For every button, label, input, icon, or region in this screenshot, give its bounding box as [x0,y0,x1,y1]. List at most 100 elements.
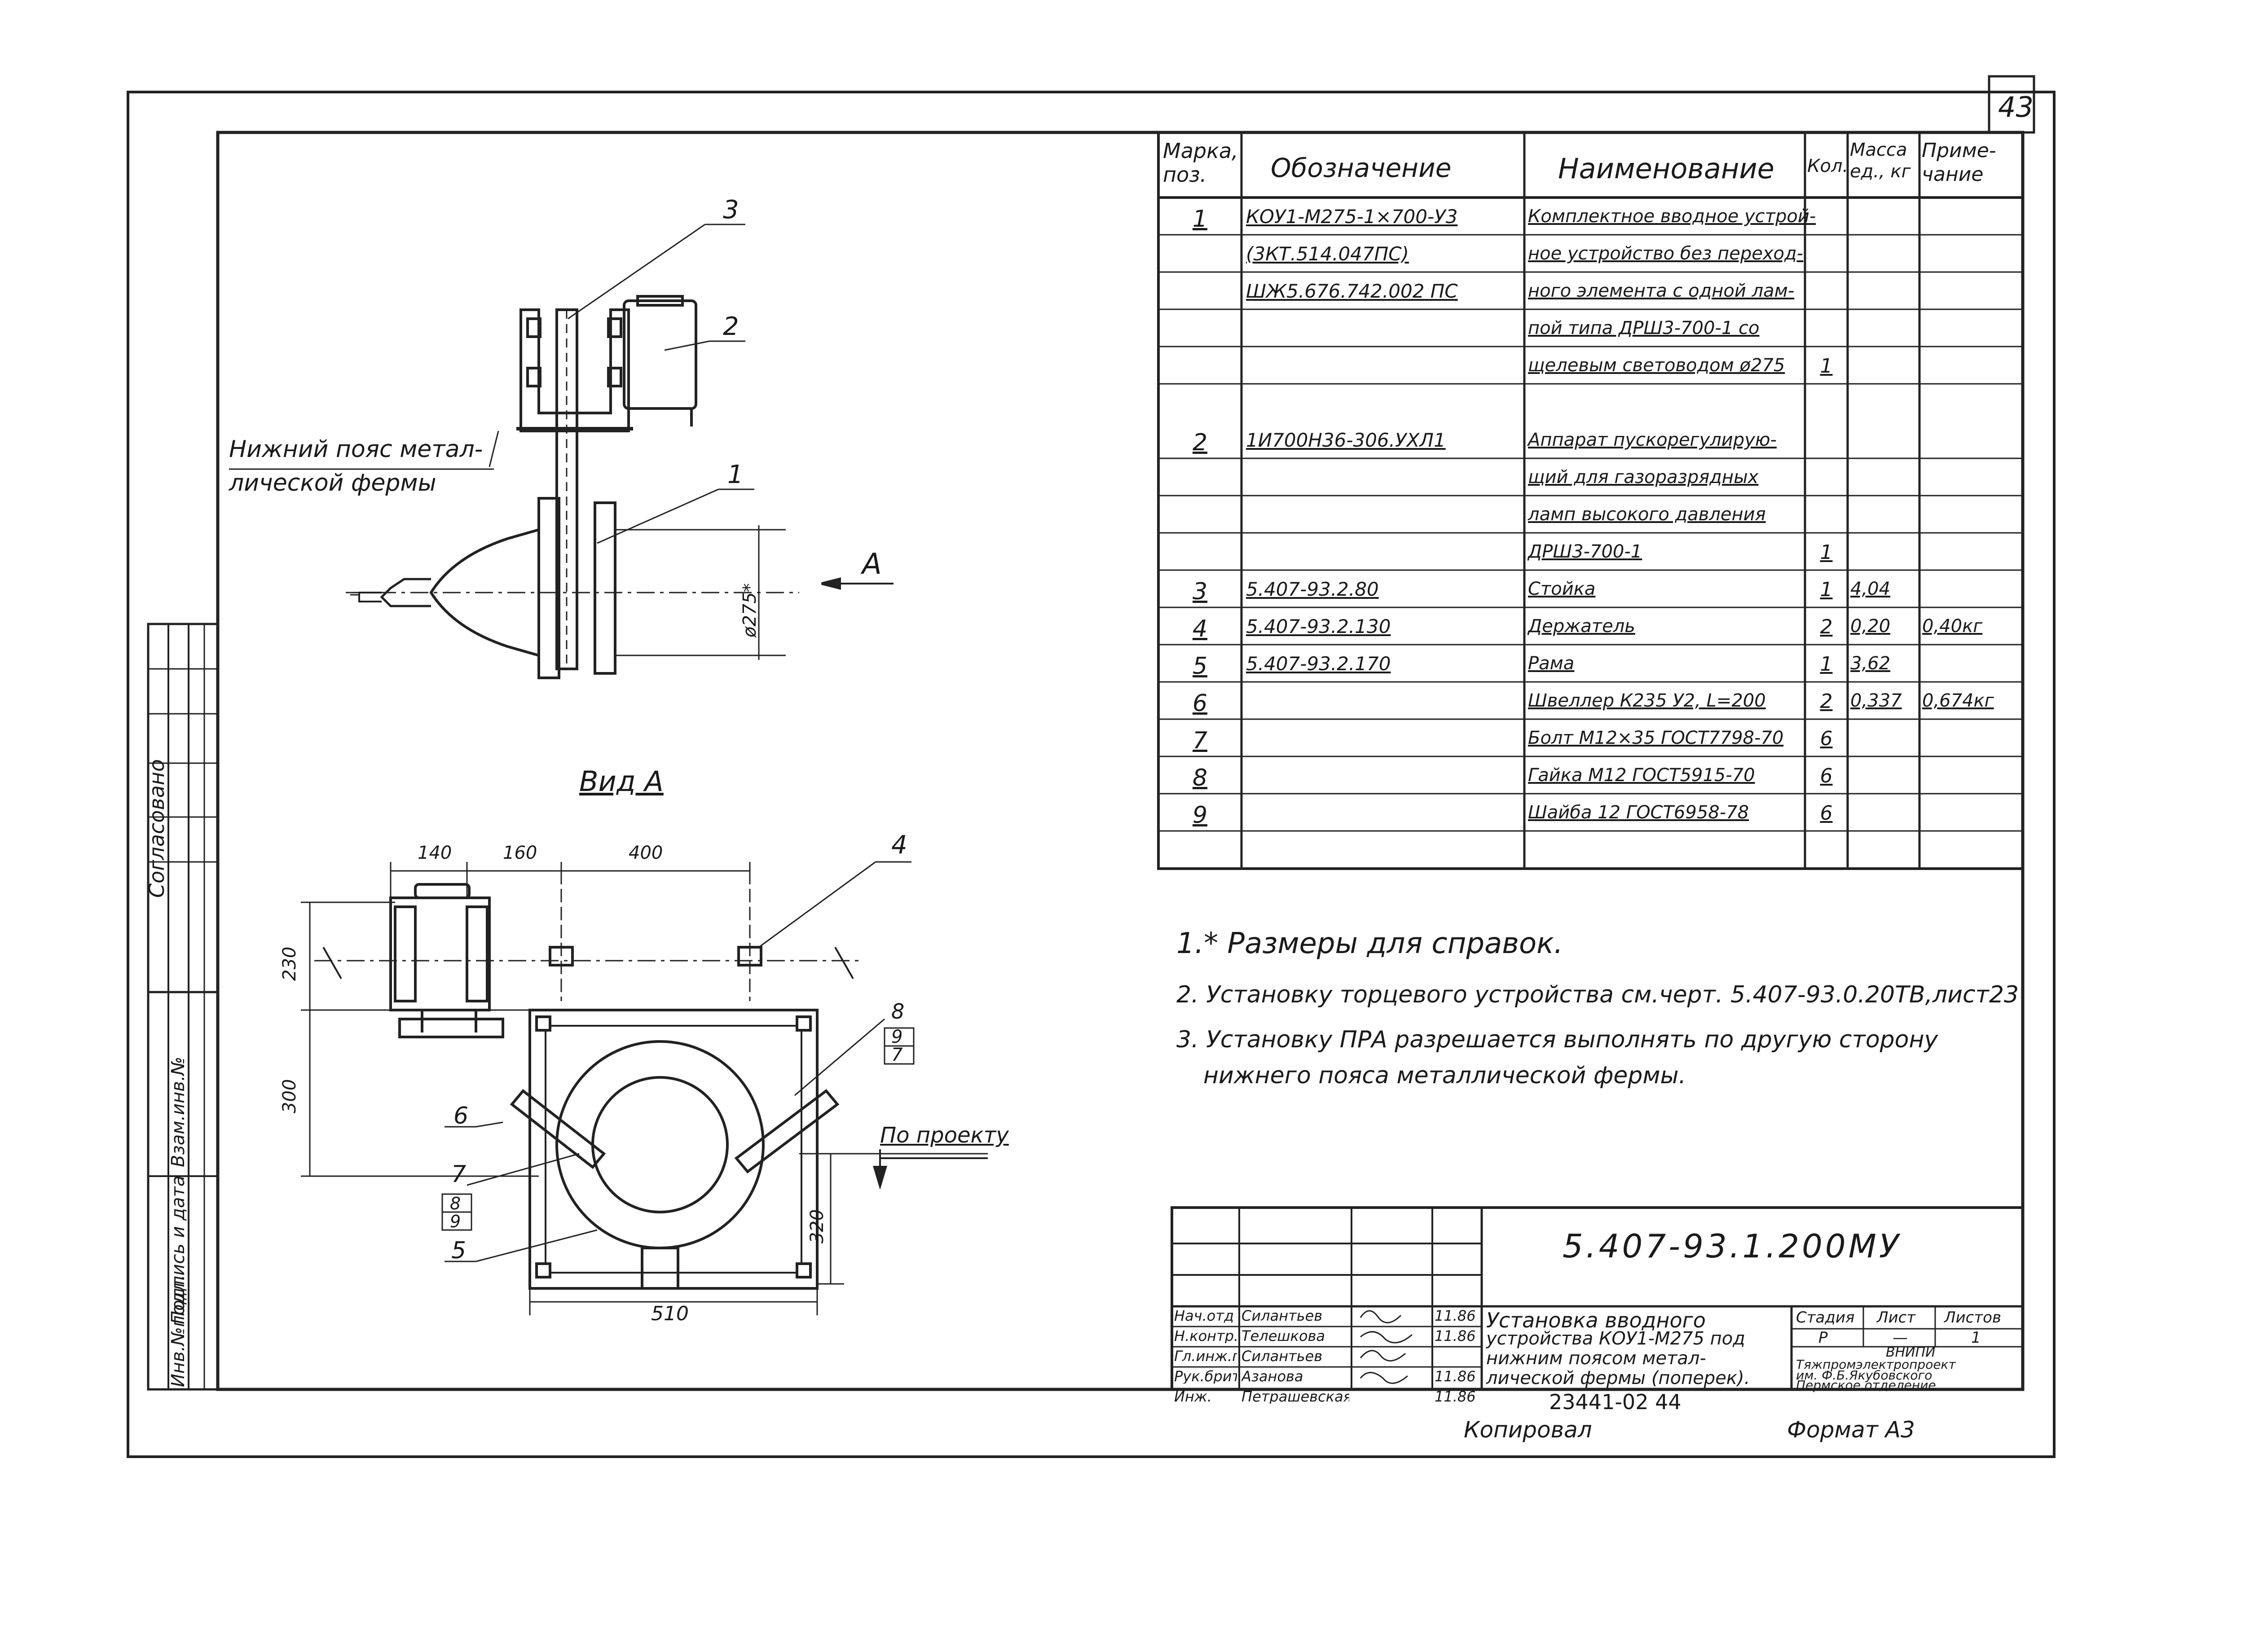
dim-400: 400 [629,843,663,863]
role-name: Силантьев [1241,1349,1323,1363]
side-stamp: Согласовано Взам.инв.№ Подпись и дата Ин… [145,623,219,1391]
lower-chord-callout-1: Нижний пояс метал- [229,436,483,463]
sheet-value: — [1893,1329,1908,1347]
role-date: 11.86 [1435,1309,1476,1323]
spec-row-name: пой типа ДРШ3-700-1 со [1528,318,1760,338]
spec-row-name: щий для газоразрядных [1528,467,1759,488]
sheet-label: Лист [1877,1309,1916,1327]
view-pos-6: 6 [453,1103,469,1129]
role-role: Инж. [1174,1389,1212,1404]
spec-row-mass: 3,62 [1850,653,1891,674]
view-pos-9b: 9 [450,1212,461,1231]
spec-row-qty: 6 [1820,727,1833,750]
org-line-2: Тяжпромэлектропроект [1796,1357,1956,1372]
pos-label-3: 3 [723,195,739,224]
dim-510: 510 [651,1302,689,1325]
role-date: 11.86 [1435,1329,1476,1343]
role-name: Силантьев [1241,1309,1323,1323]
role-role: Рук.брит. [1174,1369,1237,1384]
view-pos-8a: 8 [891,999,905,1024]
stamp-agreed: Согласовано [145,759,169,898]
spec-row-name: Рама [1528,653,1575,674]
spec-row-mark: 4 [1192,615,1208,642]
spec-table-grid [1157,131,2024,870]
spec-row-qty: 1 [1820,578,1833,601]
spec-row-qty: 2 [1820,615,1833,638]
stage-value: Р [1818,1329,1828,1347]
role-name: Петрашевская [1241,1389,1349,1404]
header-name: Наименование [1558,152,1774,185]
title-block-grid [1171,1206,2024,1391]
role-role: Нач.отд [1174,1309,1234,1323]
sheets-value: 1 [1971,1329,1981,1347]
view-a-label: Вид А [579,765,664,798]
sheets-label: Листов [1944,1309,2002,1327]
role-role: Гл.инж.пр. [1174,1349,1237,1363]
outer-border [127,91,2056,1458]
title-line-4: лической фермы (поперек). [1486,1368,1750,1388]
spec-row-mark: 6 [1192,690,1208,717]
dim-320: 320 [807,1209,828,1243]
title-line-2: устройства КОУ1-М275 под [1486,1328,1745,1349]
org-line-1: ВНИПИ [1886,1344,1936,1360]
spec-row-designation: 1И700Н36-306.УХЛ1 [1246,429,1446,451]
header-qty: Кол. [1807,156,1849,176]
spec-row-mark: 3 [1192,578,1208,605]
spec-row-designation: КОУ1-М275-1×700-У3 [1246,206,1458,228]
spec-row-name: Болт М12×35 ГОСТ7798-70 [1528,728,1784,748]
title-line-3: нижним поясом метал- [1486,1348,1706,1369]
spec-row-name: Гайка М12 ГОСТ5915-70 [1528,765,1755,786]
spec-row-designation: 5.407-93.2.80 [1246,578,1379,600]
view-a-drawing [301,861,988,1315]
role-role: Н.контр. [1174,1329,1237,1343]
spec-row-mark: 5 [1192,653,1208,680]
document-code: 5.407-93.1.200МУ [1563,1227,1902,1265]
dim-140: 140 [418,843,452,863]
spec-row-name: Аппарат пускорегулирую- [1528,430,1777,450]
spec-row-mass: 0,337 [1850,690,1902,711]
spec-row-mass: 4,04 [1850,579,1891,599]
view-pos-4: 4 [891,830,907,860]
pos-label-1: 1 [727,460,744,489]
section-letter-a: А [862,548,882,581]
header-mark: Марка, поз. [1163,139,1238,187]
spec-row-lines [1158,234,2023,832]
spec-row-mark: 9 [1192,802,1208,829]
archive-number: 23441-02 44 [1549,1390,1682,1414]
spec-row-name: щелевым световодом ø275 [1528,355,1785,376]
spec-row-name: Шайба 12 ГОСТ6958-78 [1528,802,1749,823]
spec-row-qty: 6 [1820,802,1833,825]
spec-row-mark: 7 [1192,727,1208,754]
stamp-sign-date: Подпись и дата [168,1176,189,1324]
lower-chord-callout-2: лической фермы [229,470,436,496]
role-date: 11.86 [1435,1369,1476,1384]
spec-row-name: ного элемента с одной лам- [1528,281,1795,301]
spec-row-mark: 2 [1192,429,1208,456]
spec-row-designation: (3КТ.514.047ПС) [1246,243,1409,265]
copied-label: Копировал [1464,1417,1592,1443]
spec-row-designation: ШЖ5.676.742.002 ПС [1246,280,1458,302]
view-pos-9a: 9 [891,1027,903,1047]
role-name: Азанова [1241,1369,1303,1384]
spec-row-name: Швеллер К235 У2, L=200 [1528,690,1766,711]
spec-row-note: 0,40кг [1922,616,1983,637]
elevation-drawing [229,224,894,679]
dim-230: 230 [279,946,300,981]
view-pos-7a: 7 [891,1045,903,1065]
org-line-3: им. Ф.Б.Якубовского [1796,1368,1932,1383]
header-mass: Масса ед., кг [1850,140,1911,182]
spec-row-name: Стойка [1528,579,1596,599]
spec-row-name: Держатель [1528,616,1635,637]
spec-row-note: 0,674кг [1922,690,1994,711]
spec-row-name: ДРШ3-700-1 [1528,541,1642,562]
dim-diameter-275: ø275* [740,583,760,637]
dim-160: 160 [503,843,537,863]
note-3: 3. Установку ПРА разрешается выполнять п… [1176,1026,1938,1053]
stamp-replace-inv: Взам.инв.№ [168,1057,189,1167]
spec-row-mark: 8 [1192,764,1208,791]
spec-row-qty: 6 [1820,764,1833,787]
org-line-4: Пермское отделение [1796,1378,1936,1393]
signatures [1360,1310,1413,1384]
dim-300: 300 [279,1079,300,1113]
